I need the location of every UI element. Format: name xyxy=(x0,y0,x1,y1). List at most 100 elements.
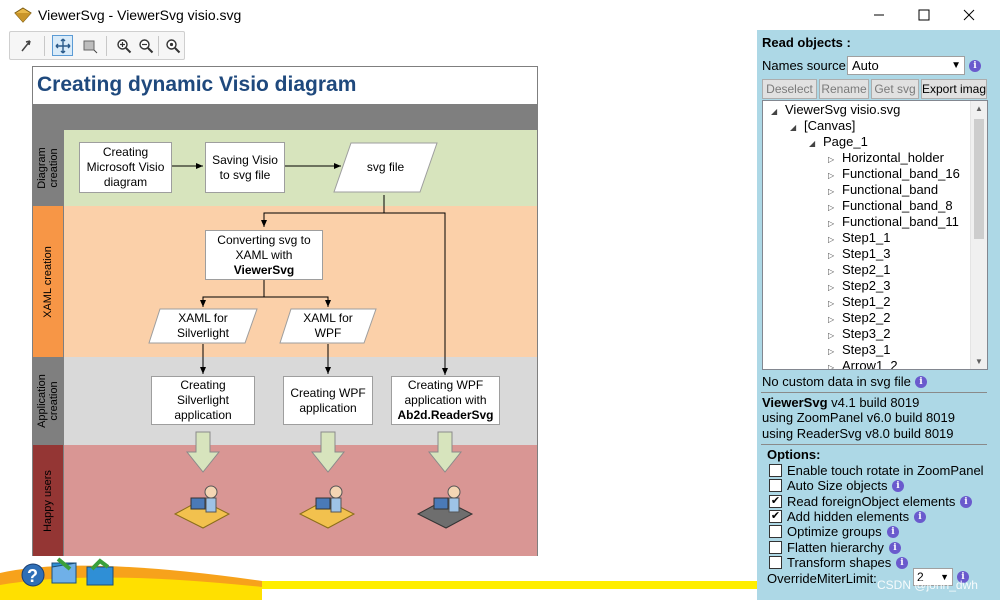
step-convert-xaml[interactable]: Converting svg to XAML with ViewerSvg xyxy=(205,230,323,280)
expand-arrow-icon[interactable]: ▷ xyxy=(828,267,835,276)
scroll-up-icon[interactable]: ▲ xyxy=(975,104,983,113)
chevron-down-icon[interactable]: ▼ xyxy=(940,572,949,582)
expand-arrow-icon[interactable]: ▷ xyxy=(828,235,835,244)
close-button[interactable] xyxy=(946,0,992,30)
option-label[interactable]: Add hidden elements xyxy=(787,508,910,524)
step-wpf-app[interactable]: Creating WPF application xyxy=(283,376,373,425)
tree-item[interactable]: ▷Step1_1 xyxy=(828,230,890,246)
option-label[interactable]: Flatten hierarchy xyxy=(787,539,884,555)
tree-item[interactable]: ▷Functional_band_8 xyxy=(828,198,953,214)
info-icon[interactable]: i xyxy=(957,571,969,583)
header-band xyxy=(33,104,537,130)
get-svg-button[interactable]: Get svg xyxy=(871,79,919,99)
option-checkbox[interactable]: ✔ xyxy=(769,494,782,508)
maximize-button[interactable] xyxy=(901,0,947,30)
step-wpf-app-readersvg[interactable]: Creating WPF application with Ab2d.Reade… xyxy=(391,376,500,425)
collapse-arrow-icon[interactable]: ◢ xyxy=(809,139,816,148)
option-label[interactable]: Transform shapes xyxy=(787,554,892,570)
tree-item[interactable]: ▷ Step2_1 xyxy=(828,262,890,278)
option-checkbox[interactable] xyxy=(769,540,782,554)
select-arrow-button[interactable] xyxy=(15,35,36,56)
option-label[interactable]: Auto Size objects xyxy=(787,478,888,494)
step-svg-file[interactable]: svg file xyxy=(333,142,438,193)
option-checkbox[interactable] xyxy=(769,555,782,569)
expand-arrow-icon[interactable]: ▷ xyxy=(828,171,835,180)
expand-arrow-icon[interactable]: ▷ xyxy=(828,283,835,292)
option-label[interactable]: Read foreignObject elements xyxy=(787,493,956,509)
option-label[interactable]: Optimize groups xyxy=(787,524,882,540)
zoom-fit-button[interactable] xyxy=(162,35,183,56)
scroll-thumb[interactable] xyxy=(974,119,984,239)
expand-arrow-icon[interactable]: ▷ xyxy=(828,299,835,308)
toolbar-separator xyxy=(106,36,107,56)
export-image-button[interactable]: Export imag xyxy=(921,79,987,99)
tree-item[interactable]: ◢ [Canvas] xyxy=(790,118,855,134)
tree-item-label: Step3_1 xyxy=(842,342,891,357)
step-silverlight-app[interactable]: Creating Silverlight application xyxy=(151,376,255,425)
tree-item[interactable]: ▷Horizontal_holder xyxy=(828,150,944,166)
collapse-arrow-icon[interactable]: ◢ xyxy=(771,107,778,116)
rename-button[interactable]: Rename xyxy=(819,79,869,99)
names-source-select[interactable]: Auto ▼ xyxy=(847,56,965,75)
tree-item[interactable]: ▷Step3_2 xyxy=(828,326,890,342)
tree-item-label: Step2_1 xyxy=(842,262,891,277)
expand-arrow-icon[interactable]: ▷ xyxy=(828,363,835,370)
tree-item[interactable]: ▷Step2_2 xyxy=(828,310,890,326)
tree-item-label: Step1_3 xyxy=(842,246,891,261)
expand-arrow-icon[interactable]: ▷ xyxy=(828,203,835,212)
expand-arrow-icon[interactable]: ▷ xyxy=(828,251,835,260)
expand-arrow-icon[interactable]: ▷ xyxy=(828,315,835,324)
tree-item[interactable]: ▷Functional_band xyxy=(828,182,938,198)
zoom-in-button[interactable] xyxy=(113,35,134,56)
readersvg-name: Ab2d.ReaderSvg xyxy=(397,408,494,422)
step-create-visio[interactable]: Creating Microsoft Visio diagram xyxy=(79,142,172,193)
zoom-out-button[interactable] xyxy=(135,35,156,56)
expand-arrow-icon[interactable]: ▷ xyxy=(828,219,835,228)
open-folder-icon xyxy=(51,557,77,584)
minimize-button[interactable] xyxy=(856,0,902,30)
expand-arrow-icon[interactable]: ▷ xyxy=(828,331,835,340)
option-checkbox[interactable] xyxy=(769,479,782,493)
zoom-rect-button[interactable] xyxy=(79,35,100,56)
info-icon[interactable]: i xyxy=(969,60,981,72)
option-checkbox[interactable] xyxy=(769,525,782,539)
tree-item[interactable]: ◢Page_1 xyxy=(809,134,868,150)
step-xaml-silverlight[interactable]: XAML for Silverlight xyxy=(148,308,258,344)
pan-button[interactable] xyxy=(52,35,73,56)
info-icon[interactable]: i xyxy=(896,556,908,569)
divider xyxy=(761,392,987,393)
select-arrow-icon xyxy=(20,39,31,51)
tree-item[interactable]: ▷ Step3_1 xyxy=(828,342,890,358)
info-icon[interactable]: i xyxy=(960,495,972,508)
expand-arrow-icon[interactable]: ▷ xyxy=(828,347,835,356)
tree-item[interactable]: ▷Step2_3 xyxy=(828,278,890,294)
tree-item[interactable]: ▷Functional_band_11 xyxy=(828,214,959,230)
option-checkbox[interactable] xyxy=(769,464,782,477)
tree-scrollbar[interactable]: ▲ ▼ xyxy=(970,101,987,369)
tree-item[interactable]: ▷Arrow1_2 xyxy=(828,358,898,370)
collapse-arrow-icon[interactable]: ◢ xyxy=(790,123,797,132)
tree-item[interactable]: ◢ViewerSvg visio.svg xyxy=(771,102,900,118)
step-save-svg[interactable]: Saving Visio to svg file xyxy=(205,142,285,193)
miter-limit-input[interactable]: 2 ▼ xyxy=(913,568,953,586)
info-icon[interactable]: i xyxy=(914,510,926,523)
tree-item[interactable]: ▷ Step1_3 xyxy=(828,246,890,262)
info-icon[interactable]: i xyxy=(892,480,904,493)
tree-item[interactable]: ▷Functional_band_16 xyxy=(828,166,960,182)
viewer-toolbar xyxy=(9,31,185,60)
tree-item-label: [Canvas] xyxy=(804,118,856,133)
custom-data-status: No custom data in svg file xyxy=(762,374,911,389)
option-label[interactable]: Enable touch rotate in ZoomPanel xyxy=(787,463,984,478)
info-icon[interactable]: i xyxy=(915,376,927,388)
deselect-button[interactable]: Deselect xyxy=(762,79,817,99)
option-checkbox[interactable]: ✔ xyxy=(769,509,782,523)
info-icon[interactable]: i xyxy=(887,526,899,539)
objects-tree[interactable]: ◢ViewerSvg visio.svg◢[Canvas]◢Page_1▷Hor… xyxy=(762,100,988,370)
info-icon[interactable]: i xyxy=(889,541,901,554)
scroll-down-icon[interactable]: ▼ xyxy=(975,357,983,366)
tree-item[interactable]: ▷Step1_2 xyxy=(828,294,890,310)
step-xaml-wpf[interactable]: XAML for WPF xyxy=(279,308,377,344)
expand-arrow-icon[interactable]: ▷ xyxy=(828,155,835,164)
expand-arrow-icon[interactable]: ▷ xyxy=(828,187,835,196)
